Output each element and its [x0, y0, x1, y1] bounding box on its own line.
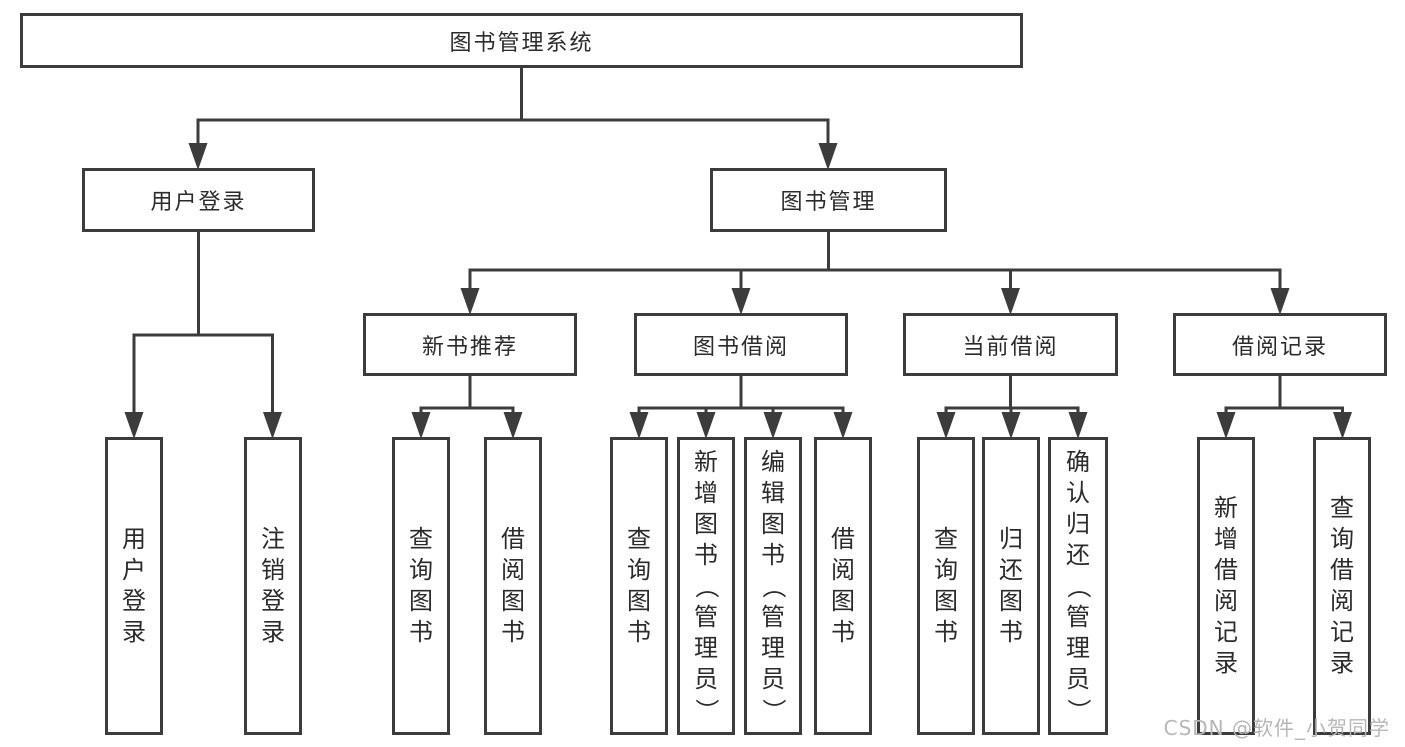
leaf-char: 记: [1330, 618, 1354, 646]
leaf-char: 确: [1066, 447, 1090, 476]
leaf-char: 图: [999, 587, 1023, 615]
leaf-return-books: 归还图书: [982, 437, 1040, 735]
node-user-login-label: 用户登录: [150, 190, 247, 215]
watermark: CSDN @软件_小贺同学: [1163, 716, 1390, 740]
leaf-char: 询: [627, 556, 651, 584]
leaf-char: 录: [1214, 649, 1238, 677]
leaf-char: 图: [831, 587, 855, 615]
leaf-char: 还: [1066, 540, 1090, 569]
leaf-char: 辑: [761, 478, 785, 507]
node-book-management: 图书管理: [710, 168, 947, 232]
leaf-char: 编: [761, 447, 785, 476]
leaf-char: 书: [999, 618, 1023, 646]
leaf-char: 借: [831, 525, 855, 553]
leaf-char: 书: [761, 540, 785, 569]
node-book-borrowing-label: 图书借阅: [692, 334, 789, 360]
leaf-char: 图: [627, 587, 651, 615]
leaf-char: 登: [122, 587, 146, 615]
leaf-char: 书: [831, 618, 855, 646]
leaf-logout-login: 注销登录: [244, 437, 302, 735]
leaf-char: 归: [1066, 509, 1090, 538]
node-root-label: 图书管理系统: [449, 30, 594, 56]
leaf-char: 用: [122, 525, 146, 553]
leaf-char: 书: [934, 618, 958, 646]
leaf-char: ）: [759, 698, 788, 722]
leaf-char: 管: [761, 602, 785, 631]
leaf-borrow-books-borrow: 借阅图书: [814, 437, 872, 735]
leaf-char: 登: [261, 587, 285, 615]
node-book-borrowing: 图书借阅: [634, 313, 848, 376]
node-book-management-label: 图书管理: [780, 190, 877, 215]
leaf-char: 书: [627, 618, 651, 646]
leaf-char: 询: [934, 556, 958, 584]
leaf-char: 借: [1330, 556, 1354, 584]
leaf-char: 书: [409, 618, 433, 646]
leaf-char: 理: [761, 633, 785, 662]
leaf-char: 图: [501, 587, 525, 615]
leaf-char: 查: [627, 525, 651, 553]
leaf-char: （: [692, 574, 721, 598]
leaf-char: 员: [761, 664, 785, 693]
leaf-char: 阅: [831, 556, 855, 584]
leaf-query-books-borrow: 查询图书: [610, 437, 668, 735]
leaf-char: 图: [761, 509, 785, 538]
leaf-confirm-return-admin: 确认归还 （ 管理员 ）: [1048, 437, 1108, 735]
node-borrow-records-label: 借阅记录: [1231, 334, 1328, 360]
leaf-char: 阅: [1330, 587, 1354, 615]
node-borrow-records: 借阅记录: [1173, 313, 1387, 376]
leaf-char: 询: [1330, 525, 1354, 553]
leaf-char: 注: [261, 525, 285, 553]
leaf-query-borrow-record: 查询借阅记录: [1313, 437, 1371, 735]
leaf-char: 阅: [1214, 587, 1238, 615]
leaf-char: 员: [1066, 664, 1090, 693]
leaf-char: 销: [261, 556, 285, 584]
leaf-char: 管: [1066, 602, 1090, 631]
node-root: 图书管理系统: [20, 13, 1023, 68]
leaf-query-books-newbooks: 查询图书: [392, 437, 450, 735]
leaf-char: 图: [694, 509, 718, 538]
leaf-char: 查: [934, 525, 958, 553]
node-current-borrowing: 当前借阅: [903, 313, 1118, 376]
leaf-char: 增: [1214, 525, 1238, 553]
leaf-char: 录: [261, 618, 285, 646]
node-current-borrowing-label: 当前借阅: [962, 334, 1059, 360]
leaf-char: 录: [1330, 649, 1354, 677]
leaf-borrow-books-newbooks: 借阅图书: [484, 437, 542, 735]
leaf-char: 户: [122, 556, 146, 584]
leaf-char: 记: [1214, 618, 1238, 646]
leaf-char: 借: [501, 525, 525, 553]
leaf-char: 查: [409, 525, 433, 553]
leaf-char: 新: [694, 447, 718, 476]
leaf-char: 管: [694, 602, 718, 631]
leaf-char: 归: [999, 525, 1023, 553]
leaf-query-books-current: 查询图书: [917, 437, 975, 735]
leaf-char: 新: [1214, 494, 1238, 522]
leaf-char: 理: [1066, 633, 1090, 662]
node-new-book-recommend-label: 新书推荐: [421, 334, 518, 360]
node-user-login: 用户登录: [82, 168, 315, 232]
leaf-char: 查: [1330, 494, 1354, 522]
leaf-add-borrow-record: 新增借阅记录: [1197, 437, 1255, 735]
leaf-char: ）: [692, 698, 721, 722]
leaf-char: 认: [1066, 478, 1090, 507]
leaf-char: ）: [1064, 698, 1093, 722]
leaf-char: 理: [694, 633, 718, 662]
leaf-char: 图: [409, 587, 433, 615]
leaf-char: 询: [409, 556, 433, 584]
leaf-add-books-admin: 新增图书 （ 管理员 ）: [677, 437, 735, 735]
leaf-char: （: [759, 574, 788, 598]
leaf-char: 书: [694, 540, 718, 569]
leaf-user-login: 用户登录: [105, 437, 163, 735]
leaf-edit-books-admin: 编辑图书 （ 管理员 ）: [744, 437, 802, 735]
leaf-char: （: [1064, 574, 1093, 598]
leaf-char: 阅: [501, 556, 525, 584]
leaf-char: 书: [501, 618, 525, 646]
leaf-char: 增: [694, 478, 718, 507]
leaf-char: 员: [694, 664, 718, 693]
leaf-char: 还: [999, 556, 1023, 584]
node-new-book-recommend: 新书推荐: [363, 313, 577, 376]
leaf-char: 借: [1214, 556, 1238, 584]
leaf-char: 录: [122, 618, 146, 646]
leaf-char: 图: [934, 587, 958, 615]
